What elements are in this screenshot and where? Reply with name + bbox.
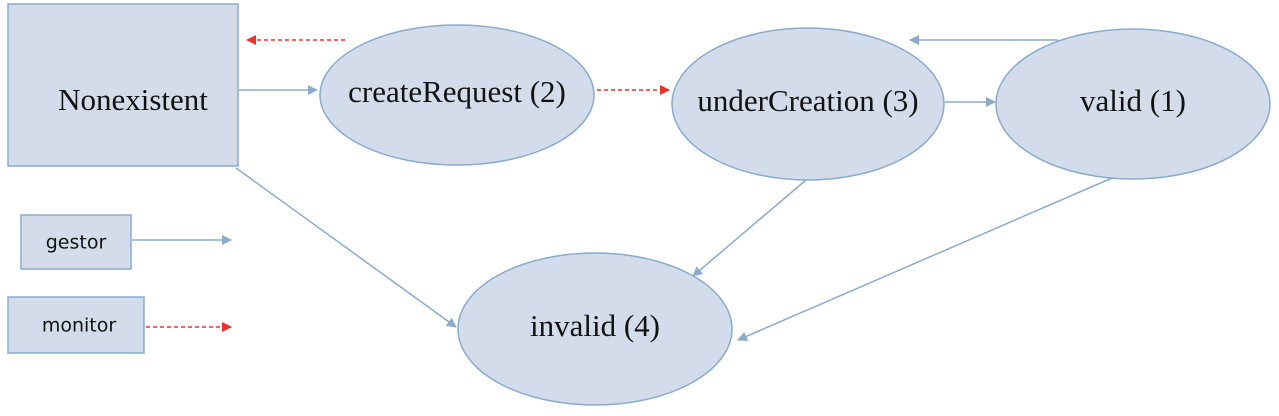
legend-gestor: gestor (20, 214, 232, 270)
node-undercreation-label: underCreation (3) (697, 83, 918, 118)
node-createrequest-label: createRequest (2) (348, 74, 566, 109)
node-valid-label: valid (1) (1080, 83, 1186, 118)
node-nonexistent-label: Nonexistent (58, 82, 208, 117)
node-createrequest: createRequest (2) (319, 24, 595, 166)
node-nonexistent: Nonexistent (7, 3, 239, 167)
edge-nonexistent-to-invalid (235, 167, 457, 328)
node-invalid: invalid (4) (457, 252, 733, 406)
edge-undercreation-to-invalid (692, 179, 807, 277)
node-undercreation: underCreation (3) (671, 27, 945, 181)
legend-monitor: monitor (7, 296, 232, 354)
legend-gestor-label: gestor (46, 232, 107, 254)
legend-monitor-label: monitor (42, 315, 117, 337)
node-valid: valid (1) (995, 28, 1271, 180)
edge-valid-to-invalid (737, 177, 1113, 342)
node-invalid-label: invalid (4) (530, 308, 660, 343)
